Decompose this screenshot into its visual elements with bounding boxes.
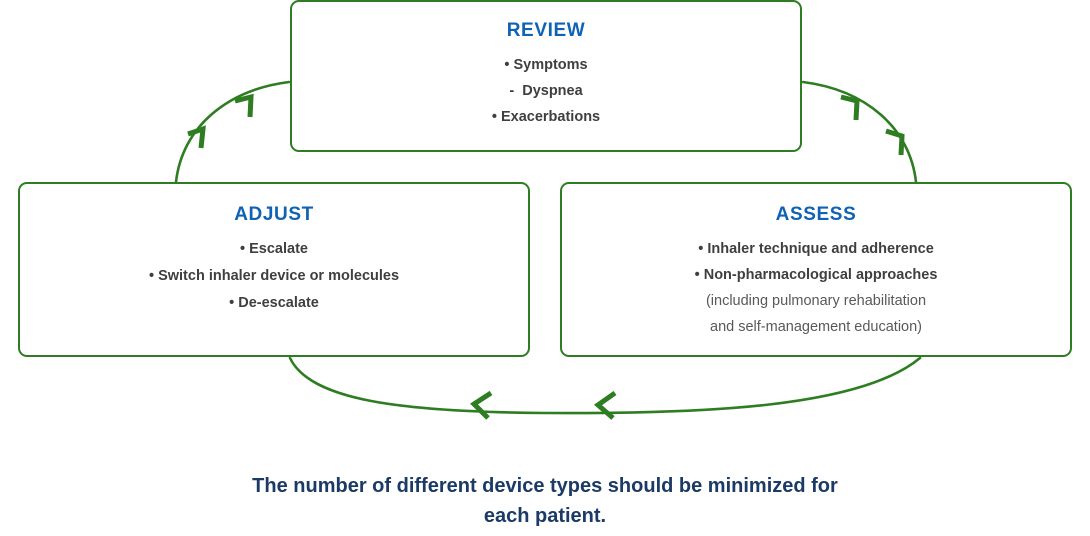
arrow-assess-to-adjust	[288, 356, 922, 420]
node-lines-assess: • Inhaler technique and adherence • Non-…	[562, 240, 1070, 336]
node-line: (including pulmonary rehabilitation	[705, 292, 927, 309]
chevron-icon	[470, 390, 493, 420]
node-box-review[interactable]: REVIEW • Symptoms - Dyspnea • Exacerbati…	[290, 0, 802, 152]
node-line: • Exacerbations	[492, 108, 600, 127]
bullet-marker: •	[229, 294, 235, 311]
bullet-marker: •	[491, 108, 497, 125]
bullet-marker: •	[694, 266, 700, 283]
node-box-adjust[interactable]: ADJUST • Escalate • Switch inhaler devic…	[18, 182, 530, 357]
chevron-icon	[885, 128, 905, 156]
node-title-assess: ASSESS	[775, 204, 857, 225]
bullet-marker: •	[504, 57, 510, 73]
node-line-text: Dyspnea	[522, 82, 583, 99]
node-box-assess[interactable]: ASSESS • Inhaler technique and adherence…	[560, 182, 1072, 357]
node-line-text: Switch inhaler device or molecules	[158, 267, 400, 284]
node-line-text: Exacerbations	[500, 108, 601, 125]
node-line-text: Inhaler technique and adherence	[707, 241, 934, 257]
node-line: and self-management education)	[710, 318, 922, 335]
dash-marker: -	[509, 82, 515, 99]
node-line-text: Symptoms	[513, 57, 588, 73]
node-line: • De-escalate	[229, 294, 319, 313]
chevron-icon	[187, 125, 206, 149]
node-lines-adjust: • Escalate • Switch inhaler device or mo…	[20, 240, 528, 313]
node-line: • Non-pharmacological approaches	[695, 266, 938, 285]
caption-line-2: each patient.	[483, 504, 607, 527]
chevron-icon	[840, 94, 860, 121]
node-line-text: Non-pharmacological approaches	[703, 266, 938, 283]
bullet-marker: •	[148, 267, 155, 284]
node-line-text: De-escalate	[238, 294, 319, 311]
node-line: • Symptoms	[504, 56, 587, 75]
node-title-review: REVIEW	[506, 20, 586, 41]
arrow-adjust-to-review	[174, 80, 291, 184]
node-line: • Inhaler technique and adherence	[698, 240, 934, 259]
node-line: • Switch inhaler device or molecules	[149, 267, 399, 286]
bullet-marker: •	[698, 241, 704, 257]
caption-line-1: The number of different device types sho…	[252, 475, 838, 497]
node-lines-review: • Symptoms - Dyspnea • Exacerbations	[292, 56, 800, 127]
node-title-adjust: ADJUST	[234, 204, 314, 225]
caption: The number of different device types sho…	[145, 472, 945, 531]
arrow-review-to-assess	[801, 80, 918, 184]
node-line: • Escalate	[240, 240, 308, 259]
chevron-icon	[593, 390, 617, 420]
chevron-icon	[234, 93, 254, 118]
bullet-marker: •	[240, 241, 246, 257]
node-line: - Dyspnea	[509, 82, 582, 101]
node-line-text: Escalate	[249, 241, 308, 257]
